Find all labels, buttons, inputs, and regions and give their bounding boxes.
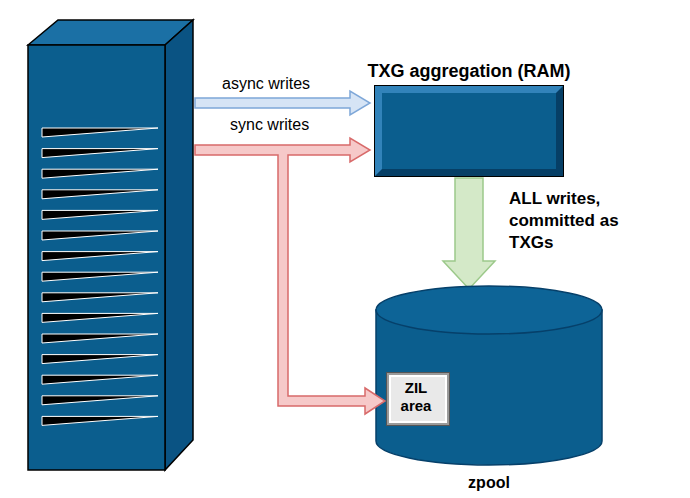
drive-slot <box>42 128 158 137</box>
zpool-cylinder: zpool ZIL area <box>375 285 603 495</box>
drive-slot <box>42 313 158 322</box>
drive-slot <box>42 416 158 425</box>
async-arrow <box>195 91 370 115</box>
server-tower <box>28 20 193 470</box>
zil-area-box: ZIL area <box>387 373 449 425</box>
zpool-label: zpool <box>375 473 603 492</box>
drive-slot <box>42 210 158 219</box>
commit-arrow <box>443 178 495 289</box>
drive-slot <box>42 375 158 384</box>
sync-branch-arrow <box>375 285 385 414</box>
drive-slot <box>42 190 158 199</box>
txg-aggregation-node: TXG aggregation (RAM) <box>375 60 563 180</box>
drive-slot <box>42 169 158 178</box>
drive-slot <box>42 334 158 343</box>
drive-slots <box>42 128 158 425</box>
ram-box <box>375 86 563 176</box>
drive-slot <box>42 272 158 281</box>
zil-text: ZIL area <box>394 379 438 415</box>
arrow-label: async writes <box>222 74 310 94</box>
drive-slot <box>42 293 158 302</box>
sync-arrow <box>195 138 385 414</box>
edge-label: ALL writes, committed as TXGs <box>509 188 629 254</box>
server-front <box>28 45 165 470</box>
drive-slot <box>42 231 158 240</box>
box-heading: TXG aggregation (RAM) <box>368 60 571 82</box>
drive-slot <box>42 396 158 405</box>
drive-slot <box>42 252 158 261</box>
cylinder-top <box>376 286 602 334</box>
drive-slot <box>42 355 158 364</box>
arrow-label: sync writes <box>230 115 309 135</box>
server-side <box>165 20 193 470</box>
drive-slot <box>42 149 158 158</box>
